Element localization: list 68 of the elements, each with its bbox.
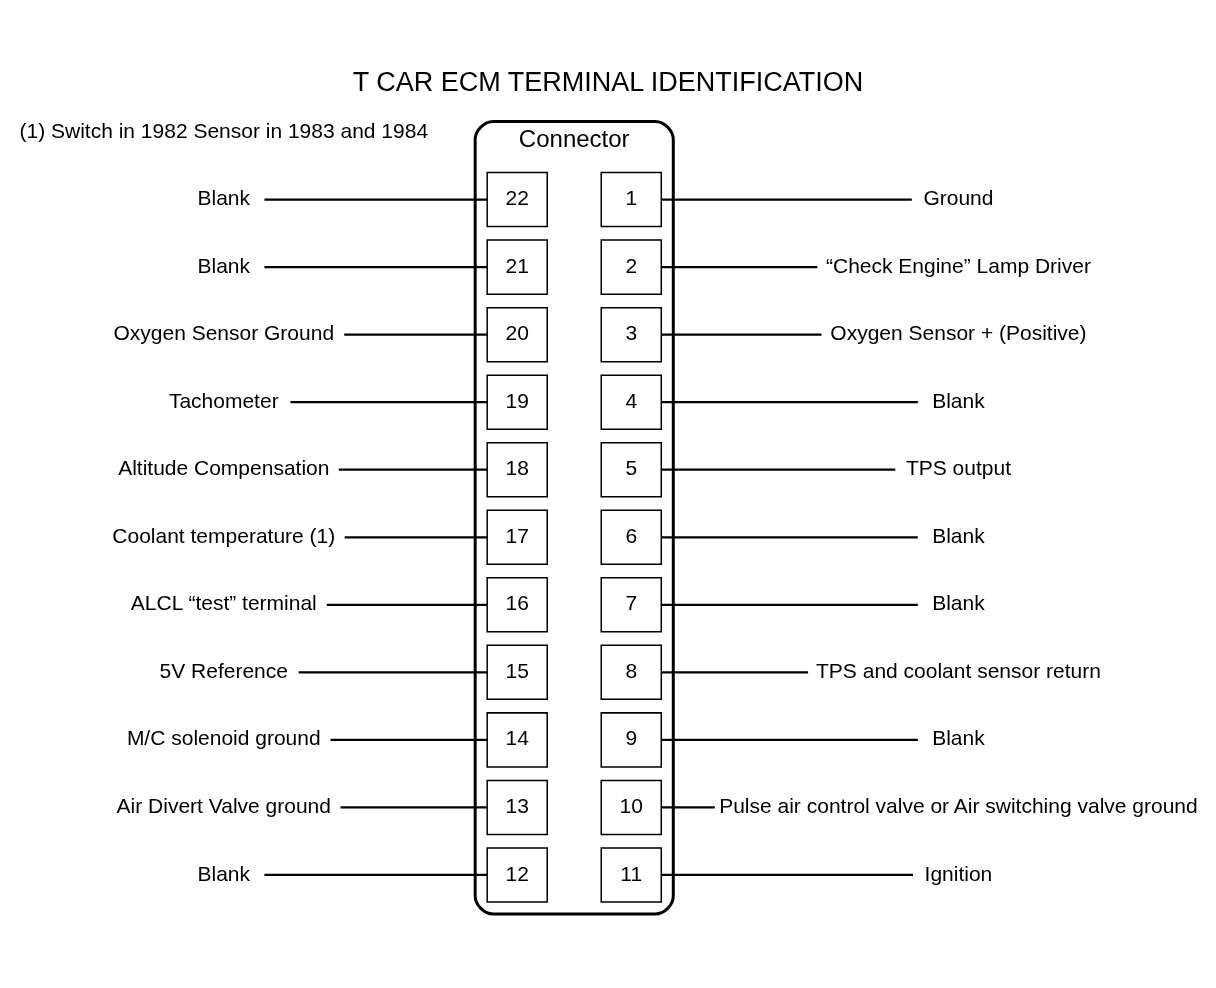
connector — [298, 670, 488, 673]
node-text: TPS output — [905, 455, 1011, 479]
node-box: 7 — [600, 576, 663, 633]
connector — [661, 738, 918, 741]
node-box: 22 — [486, 171, 548, 227]
connector — [290, 400, 487, 403]
node-text: Air Divert Valve ground — [116, 793, 331, 817]
connector — [344, 333, 487, 336]
node-box: 5 — [600, 441, 663, 497]
connector — [661, 265, 818, 268]
node-text: Blank — [197, 185, 251, 209]
node-box: 10 — [600, 779, 663, 835]
node-box: 2 — [600, 238, 663, 295]
node-text: Pulse air control valve or Air switching valve ground — [719, 793, 1198, 817]
node-box: 14 — [486, 711, 548, 768]
node-text: Coolant temperature (1) — [112, 523, 336, 547]
connector — [264, 265, 488, 268]
node-text: 5V Reference — [159, 658, 288, 682]
node-text: Ground — [923, 185, 994, 209]
node-text: Oxygen Sensor Ground — [113, 320, 335, 344]
connector — [338, 468, 487, 471]
node-text: Blank — [197, 861, 251, 885]
node-box: 1 — [600, 171, 663, 227]
connector — [264, 197, 488, 201]
node-text: Ignition — [924, 861, 993, 885]
node-box: 6 — [600, 509, 663, 565]
connector — [661, 468, 896, 471]
label: (1) Switch in 1982 Sensor in 1983 and 1984 — [19, 118, 429, 142]
node-text: M/C solenoid ground — [126, 725, 321, 749]
node-box: 18 — [486, 441, 548, 497]
connector — [661, 873, 913, 876]
node-text: “Check Engine” Lamp Driver — [825, 253, 1091, 277]
connector — [661, 670, 809, 673]
node-box: 4 — [600, 373, 663, 430]
node-box: 12 — [486, 846, 548, 903]
connector — [264, 873, 488, 876]
node-box: 8 — [600, 644, 663, 700]
node-box: 9 — [600, 711, 663, 768]
node-text: Tachometer — [168, 388, 279, 412]
node-text: Oxygen Sensor + (Positive) — [830, 320, 1087, 344]
node-box: 15 — [486, 644, 548, 700]
node-text: Altitude Compensation — [118, 455, 330, 479]
node-box: 17 — [486, 509, 548, 565]
connector — [326, 603, 487, 606]
connector — [344, 535, 487, 538]
connector — [661, 805, 715, 809]
connector — [661, 197, 912, 201]
node-text: ALCL “test” terminal — [130, 590, 317, 614]
connector — [661, 400, 918, 403]
node-text: Blank — [932, 725, 985, 749]
node-text: Blank — [932, 523, 985, 547]
node-box: 20 — [486, 306, 548, 362]
node-box: 3 — [600, 306, 663, 362]
node-text: TPS and coolant sensor return — [816, 658, 1101, 682]
node-box: 16 — [486, 576, 548, 633]
node-box: 21 — [486, 238, 548, 295]
node-box: 19 — [486, 373, 548, 430]
node-text: Blank — [197, 253, 251, 277]
connector — [340, 805, 487, 809]
node-text: Blank — [932, 388, 985, 412]
connector — [661, 333, 822, 336]
node-box: 11 — [600, 846, 663, 903]
node-box: 13 — [486, 779, 548, 835]
node-text: Blank — [932, 590, 985, 614]
diagram-title: T CAR ECM TERMINAL IDENTIFICATION — [352, 66, 864, 97]
connector — [661, 603, 918, 606]
connector — [330, 738, 487, 741]
connector — [661, 535, 918, 538]
